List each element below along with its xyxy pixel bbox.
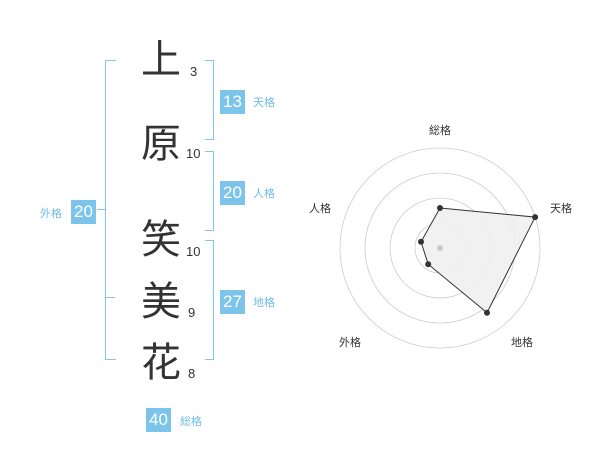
radar-series-polygon (420, 207, 536, 314)
tenkaku-label: 天格 (253, 96, 275, 109)
radar-point-1 (532, 214, 539, 221)
tenkaku-value: 13 (220, 90, 245, 114)
stroke-count-4: 9 (188, 305, 196, 320)
radar-point-2 (484, 309, 490, 316)
radar-axis-label-jinkaku: 人格 (309, 201, 331, 215)
radar-ring-4 (339, 147, 541, 349)
chikaku-label: 地格 (253, 296, 275, 309)
stroke-count-1: 3 (190, 64, 198, 79)
name-char-3: 笑 (141, 217, 181, 263)
soukaku-value: 40 (146, 408, 171, 432)
name-char-1: 上 (141, 37, 181, 83)
name-char-5: 花 (141, 340, 181, 386)
radar-point-3 (425, 261, 432, 268)
name-char-2: 原 (141, 121, 181, 167)
gaikaku-bracket-tick (97, 209, 105, 210)
stroke-count-5: 8 (188, 366, 196, 381)
gaikaku-value: 20 (71, 200, 96, 224)
name-char-4: 美 (141, 279, 181, 325)
jinkaku-bracket (205, 151, 214, 231)
chikaku-bracket (205, 240, 214, 360)
jinkaku-value: 20 (220, 181, 245, 205)
radar-axis-label-soukaku: 総格 (429, 123, 451, 137)
gaikaku-label: 外格 (40, 207, 62, 220)
stroke-count-2: 10 (186, 146, 201, 161)
jinkaku-label: 人格 (253, 187, 275, 200)
radar-axis-label-tenkaku: 天格 (550, 201, 572, 215)
gaikaku-bracket-tick-lower (105, 297, 115, 298)
radar-center-dot (437, 245, 443, 251)
chikaku-value: 27 (220, 290, 245, 314)
radar-point-0 (437, 205, 443, 211)
tenkaku-bracket (205, 60, 214, 140)
radar-points (418, 205, 539, 316)
radar-point-4 (418, 238, 424, 245)
radar-axis-label-chikaku: 地格 (511, 335, 533, 349)
soukaku-label: 総格 (180, 415, 202, 428)
stroke-count-3: 10 (186, 244, 201, 259)
gaikaku-bracket (105, 60, 116, 360)
radar-axis-label-gaikaku: 外格 (339, 335, 361, 349)
